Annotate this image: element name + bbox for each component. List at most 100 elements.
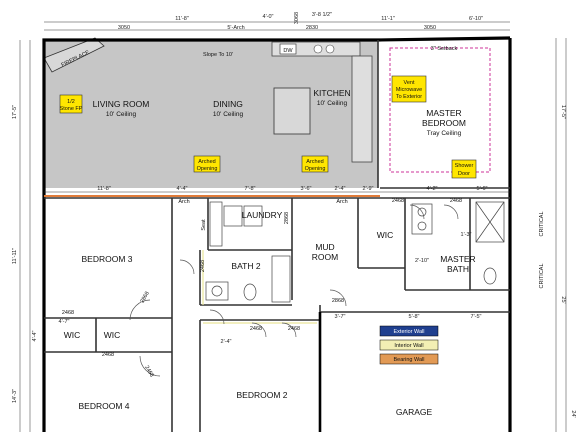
dimension-texts-right: 17'-5" 25' 24'	[560, 105, 576, 418]
room-living-room-ceiling: 10' Ceiling	[106, 111, 137, 118]
svg-text:Stone FP: Stone FP	[60, 106, 83, 112]
svg-text:2868: 2868	[139, 291, 150, 305]
legend-exterior-label: Exterior Wall	[394, 329, 425, 335]
svg-text:1'-3": 1'-3"	[461, 232, 472, 238]
legend-exterior-swatch	[379, 325, 439, 337]
svg-text:3'-8 1/2": 3'-8 1/2"	[312, 12, 332, 18]
dishwasher	[279, 43, 297, 55]
svg-text:4'-7": 4'-7"	[59, 319, 70, 325]
room-dining: DINING	[213, 99, 243, 109]
legend-interior-label: Interior Wall	[394, 343, 423, 349]
svg-text:3050: 3050	[118, 25, 130, 31]
svg-text:Opening: Opening	[305, 166, 326, 172]
svg-text:17'-5": 17'-5"	[560, 105, 566, 119]
svg-text:5'-6": 5'-6"	[477, 186, 488, 192]
svg-text:3'-7": 3'-7"	[335, 314, 346, 320]
svg-text:4'-0": 4'-0"	[263, 14, 274, 20]
legend-bearing-swatch	[379, 353, 439, 365]
note-arched-opening-2: Arched Opening	[301, 155, 329, 173]
svg-text:3'-6": 3'-6"	[301, 186, 312, 192]
legend-interior-swatch	[379, 339, 439, 351]
wall-legend: Exterior Wall Interior Wall Bearing Wall	[379, 325, 439, 365]
room-master-bedroom-l1: MASTER	[426, 108, 461, 118]
svg-text:6'-10": 6'-10"	[469, 16, 483, 22]
svg-text:4'-4": 4'-4"	[32, 330, 38, 341]
great-room-shade	[44, 40, 378, 188]
svg-text:3068: 3068	[294, 12, 300, 24]
dimension-texts-left: 17'-5" 11'-11" 4'-4" 14'-3"	[12, 105, 38, 403]
sink-icon	[313, 44, 323, 54]
svg-text:2868: 2868	[284, 212, 290, 224]
dimension-texts-top: 3050 11'-8" 5'-Arch 2830 11'-1" 3050 6'-…	[118, 12, 483, 31]
kitchen-counter-right	[351, 55, 373, 163]
seat-label: Seat	[201, 219, 207, 231]
svg-text:4'-2": 4'-2"	[427, 186, 438, 192]
svg-text:11'-8": 11'-8"	[97, 186, 111, 192]
slope-note: Slope To 10'	[203, 52, 233, 58]
arch-label-2: Arch	[336, 199, 347, 205]
room-mud-l2: ROOM	[312, 252, 338, 262]
dimension-texts-misc: 1'-3" 2'-10" 5'-8" 7'-5" 3'-7" 4'-7" 2'-…	[59, 232, 482, 345]
note-vent-microwave: Vent Microwave To Exterior	[391, 75, 427, 103]
svg-text:2468: 2468	[288, 326, 300, 332]
sink-icon	[325, 44, 335, 54]
svg-text:2468: 2468	[392, 198, 404, 204]
exterior-walls	[42, 36, 512, 432]
svg-text:2'-10": 2'-10"	[415, 258, 429, 264]
svg-text:25': 25'	[560, 296, 566, 303]
svg-text:Arched: Arched	[306, 159, 323, 165]
svg-text:7'-8": 7'-8"	[245, 186, 256, 192]
svg-text:Shower: Shower	[455, 163, 474, 169]
svg-text:2468: 2468	[200, 260, 206, 272]
critical-label-1: CRITICAL	[539, 211, 545, 236]
master-bath-fixtures	[411, 201, 505, 285]
svg-text:To Exterior: To Exterior	[396, 94, 422, 100]
room-bedroom2: BEDROOM 2	[236, 390, 287, 400]
dimension-lines	[19, 21, 567, 432]
svg-text:Door: Door	[458, 171, 470, 177]
svg-text:3050: 3050	[424, 25, 436, 31]
svg-text:5'-8": 5'-8"	[409, 314, 420, 320]
fireplace	[43, 37, 105, 73]
room-labels: LIVING ROOM 10' Ceiling DINING 10' Ceili…	[64, 88, 476, 417]
svg-text:2'-4": 2'-4"	[335, 186, 346, 192]
room-laundry: LAUNDRY	[242, 210, 283, 220]
room-master-bedroom-ceiling: Tray Ceiling	[427, 130, 462, 137]
room-mud-l1: MUD	[315, 242, 334, 252]
room-bath2: BATH 2	[231, 261, 260, 271]
svg-text:2468: 2468	[62, 310, 74, 316]
svg-text:7'-5": 7'-5"	[471, 314, 482, 320]
room-kitchen: KITCHEN	[313, 88, 350, 98]
room-bedroom3: BEDROOM 3	[81, 254, 132, 264]
svg-text:Microwave: Microwave	[396, 87, 422, 93]
kitchen-island	[273, 87, 311, 135]
svg-text:Vent: Vent	[403, 80, 414, 86]
svg-text:4'-4": 4'-4"	[177, 186, 188, 192]
note-shower-door: Shower Door	[451, 159, 477, 179]
arch-label-1: Arch	[178, 199, 189, 205]
legend-bearing-label: Bearing Wall	[394, 357, 425, 363]
room-kitchen-ceiling: 10' Ceiling	[317, 100, 348, 107]
dimension-texts-doors: 2468 2868 2468 2868 2468 2468 2468 2868 …	[62, 198, 462, 378]
tray-ceiling-outline	[389, 47, 491, 173]
critical-label-2: CRITICAL	[539, 263, 545, 288]
door-swings	[129, 204, 459, 377]
svg-text:5'-Arch: 5'-Arch	[227, 25, 244, 31]
note-arched-opening-1: Arched Opening	[193, 155, 221, 173]
interior-wall-fill	[202, 250, 317, 324]
svg-text:24': 24'	[570, 410, 576, 417]
svg-text:14'-3": 14'-3"	[12, 389, 18, 403]
dishwasher-label: DW	[283, 48, 293, 54]
svg-text:2868: 2868	[332, 298, 344, 304]
svg-text:11'-1": 11'-1"	[381, 16, 395, 22]
setback-note: 3" Setback	[431, 46, 458, 52]
svg-text:17'-5": 17'-5"	[12, 105, 18, 119]
svg-text:2468: 2468	[250, 326, 262, 332]
svg-text:2'-9": 2'-9"	[363, 186, 374, 192]
svg-text:2'-4": 2'-4"	[221, 339, 232, 345]
room-wic-left: WIC	[64, 330, 81, 340]
mud-room-bench	[209, 201, 263, 247]
interior-walls	[44, 40, 510, 432]
room-master-bath-l1: MASTER	[440, 254, 475, 264]
